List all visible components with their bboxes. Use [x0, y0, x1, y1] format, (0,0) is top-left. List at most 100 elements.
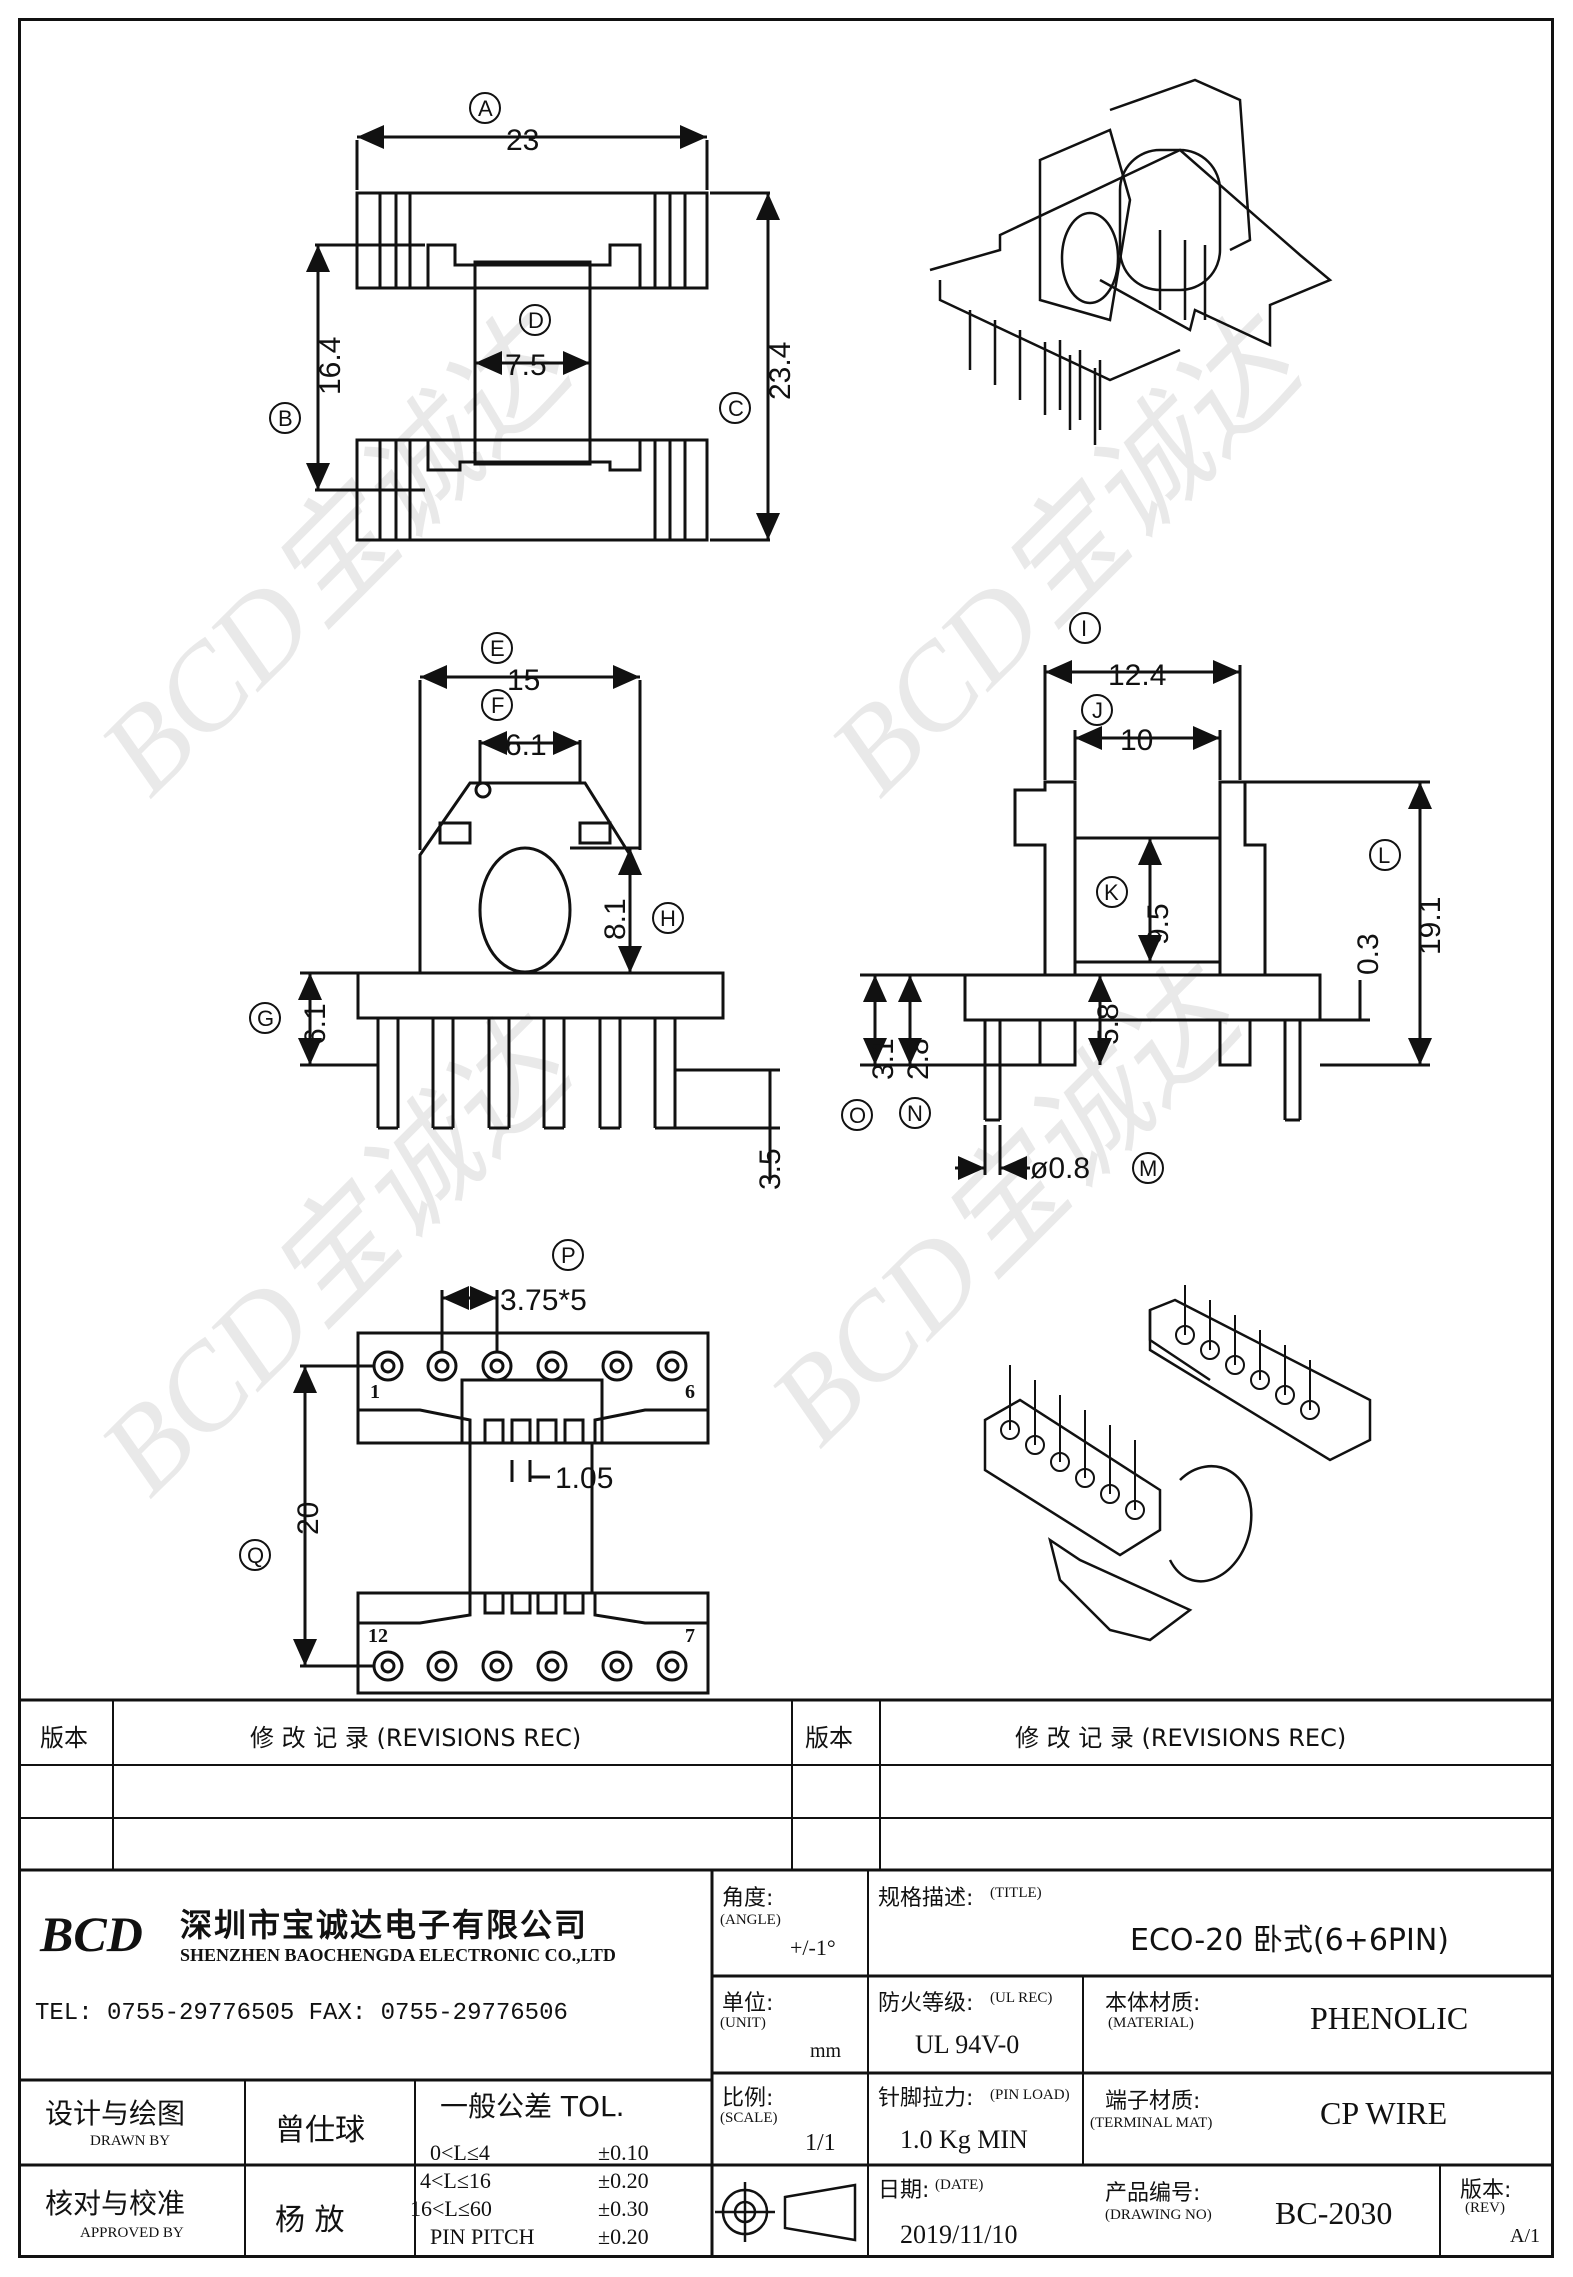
ul-label: 防火等级: [878, 1991, 974, 2016]
drawing-no-label-en: (DRAWING NO) [1105, 2207, 1212, 2223]
front-view [298, 665, 780, 1180]
svg-text:15: 15 [507, 664, 540, 697]
svg-text:23.4: 23.4 [764, 342, 797, 400]
isometric-view-top [929, 78, 1333, 445]
svg-text:6.1: 6.1 [299, 1003, 332, 1045]
tol-value-3: ±0.20 [598, 2224, 649, 2249]
pinload-label: 针脚拉力: [878, 2086, 974, 2111]
drawn-by-label: 设计与绘图 [45, 2097, 186, 2130]
svg-text:J: J [1092, 698, 1103, 723]
scale-value: 1/1 [805, 2130, 836, 2156]
drawn-by-name: 曾仕球 [275, 2113, 365, 2148]
svg-text:G: G [257, 1006, 274, 1031]
approved-by-label: 核对与校准 [45, 2187, 186, 2220]
rev-col1-header: 版本 [40, 1724, 88, 1752]
pinload-label-en: (PIN LOAD) [990, 2087, 1070, 2103]
svg-text:7.5: 7.5 [505, 349, 547, 382]
company-name-cn: 深圳市宝诚达电子有限公司 [180, 1906, 589, 1944]
date-label-en: (DATE) [935, 2177, 984, 2193]
drawn-by-label-en: DRAWN BY [90, 2133, 171, 2149]
svg-text:O: O [849, 1103, 866, 1128]
drawing-frame [18, 18, 1554, 2258]
material-label: 本体材质: [1105, 1991, 1201, 2016]
ul-value: UL 94V-0 [915, 2030, 1020, 2059]
rev-col3-header: 版本 [805, 1724, 853, 1752]
svg-text:A: A [478, 96, 493, 121]
projection-symbol-icon [715, 2182, 857, 2242]
svg-text:K: K [1104, 880, 1119, 905]
angle-value: +/-1° [790, 1935, 836, 1960]
isometric-view-bottom [983, 1285, 1372, 1642]
company-name-en: SHENZHEN BAOCHENGDA ELECTRONIC CO.,LTD [180, 1945, 616, 1965]
terminal-value: CP WIRE [1320, 2095, 1448, 2131]
pinload-value: 1.0 Kg MIN [900, 2125, 1028, 2154]
svg-text:P: P [561, 1243, 576, 1268]
reference-balloons [239, 92, 1401, 1571]
pin-pads [372, 1350, 688, 1682]
tol-value-1: ±0.20 [598, 2168, 649, 2193]
scale-label-en: (SCALE) [720, 2110, 778, 2126]
side-view [860, 660, 1432, 1180]
title-block-grid [18, 1698, 1554, 2258]
svg-text:12: 12 [368, 1625, 388, 1647]
svg-text:9.5: 9.5 [1142, 903, 1175, 945]
approved-by-name: 杨 放 [275, 2203, 345, 2238]
scale-label: 比例: [722, 2086, 774, 2111]
top-view [306, 125, 780, 542]
svg-text:C: C [728, 396, 744, 421]
tol-range-1: 4<L≤16 [420, 2168, 491, 2193]
svg-text:10: 10 [1120, 724, 1153, 757]
ul-label-en: (UL REC) [990, 1990, 1053, 2006]
tol-range-3: PIN PITCH [430, 2224, 535, 2249]
svg-text:8.1: 8.1 [599, 898, 632, 940]
svg-text:I: I [1081, 616, 1087, 641]
svg-text:BCD宝诚达: BCD宝诚达 [804, 291, 1332, 819]
dimension-labels: 23 16.4 23.4 7.5 15 6.1 8.1 6.1 3.5 12.4… [292, 124, 1447, 1647]
svg-text:3.5: 3.5 [754, 1148, 787, 1190]
date-label: 日期: [878, 2178, 930, 2203]
reference-balloon-letters: A B C D E F G H I J K L M N O P Q [247, 96, 1390, 1568]
company-logo: BCD [40, 1906, 143, 1962]
svg-text:0.3: 0.3 [1352, 933, 1385, 975]
tol-value-2: ±0.30 [598, 2196, 649, 2221]
svg-text:2.8: 2.8 [902, 1038, 935, 1080]
svg-text:M: M [1139, 1156, 1157, 1181]
tol-range-0: 0<L≤4 [430, 2140, 490, 2165]
svg-text:ø0.8: ø0.8 [1030, 1152, 1090, 1185]
drawing-no-label: 产品编号: [1105, 2181, 1201, 2206]
terminal-label: 端子材质: [1105, 2089, 1201, 2114]
svg-text:16.4: 16.4 [314, 337, 347, 395]
svg-text:7: 7 [685, 1625, 695, 1647]
terminal-label-en: (TERMINAL MAT) [1090, 2115, 1213, 2131]
svg-text:N: N [907, 1101, 923, 1126]
date-value: 2019/11/10 [900, 2220, 1018, 2249]
drawing-no-value: BC-2030 [1275, 2195, 1393, 2231]
material-value: PHENOLIC [1310, 2000, 1469, 2036]
svg-text:23: 23 [506, 124, 539, 157]
svg-text:12.4: 12.4 [1108, 659, 1166, 692]
svg-text:H: H [660, 906, 676, 931]
title-label-en: (TITLE) [990, 1885, 1042, 1901]
svg-text:D: D [528, 308, 544, 333]
svg-text:3.75*5: 3.75*5 [500, 1284, 587, 1317]
svg-text:1: 1 [370, 1381, 380, 1403]
tolerance-title: 一般公差 TOL. [440, 2090, 625, 2123]
company-contact: TEL: 0755-29776505 FAX: 0755-29776506 [35, 2000, 568, 2027]
approved-by-label-en: APPROVED BY [80, 2225, 184, 2241]
rev-label-en: (REV) [1465, 2200, 1505, 2216]
svg-text:20: 20 [292, 1502, 325, 1535]
svg-text:Q: Q [247, 1543, 264, 1568]
svg-text:3.1: 3.1 [867, 1038, 900, 1080]
svg-text:F: F [491, 693, 504, 718]
svg-text:6.1: 6.1 [505, 729, 547, 762]
tol-range-2: 16<L≤60 [410, 2196, 492, 2221]
rev-value: A/1 [1510, 2225, 1540, 2247]
rev-label: 版本: [1460, 2178, 1512, 2203]
angle-label: 角度: [722, 1886, 774, 1911]
svg-text:19.1: 19.1 [1414, 897, 1447, 955]
unit-value: mm [810, 2040, 842, 2062]
rev-col4-header: 修 改 记 录 (REVISIONS REC) [1015, 1724, 1347, 1752]
svg-text:BCD宝诚达: BCD宝诚达 [74, 991, 602, 1519]
svg-text:6: 6 [685, 1381, 695, 1403]
